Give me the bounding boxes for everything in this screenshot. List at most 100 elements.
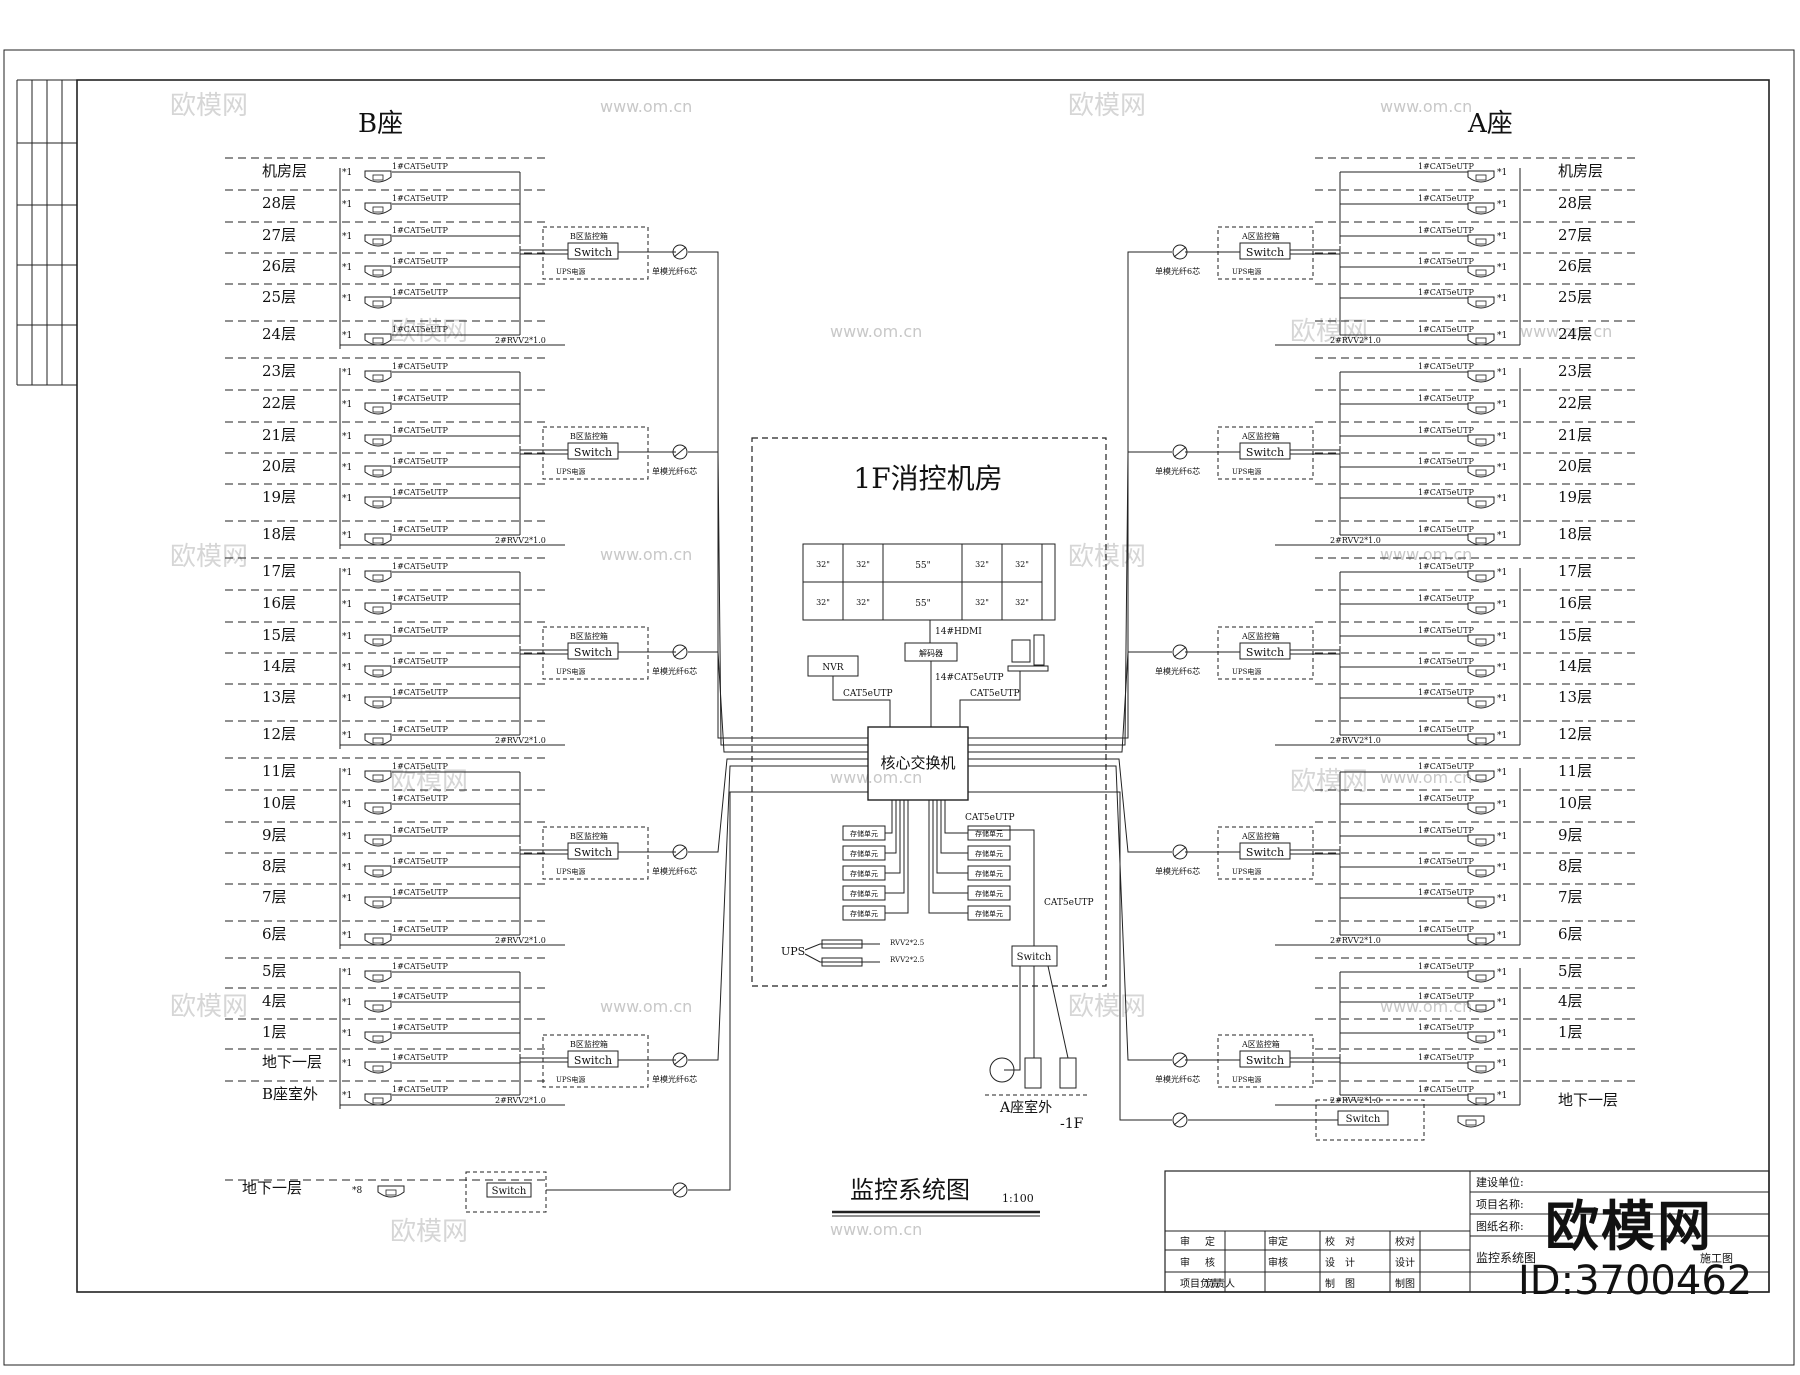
- a-floor-label: 12层: [1558, 725, 1592, 743]
- cable-label: 1#CAT5eUTP: [392, 594, 448, 603]
- camera-lens: [372, 1035, 384, 1042]
- camera-body: [1467, 570, 1495, 583]
- b-floor-label: 6层: [262, 925, 287, 943]
- title-block-cell: 图: [1345, 1278, 1355, 1290]
- ups-caption: UPS电源: [556, 867, 585, 876]
- monitor-size-label: 32": [856, 560, 870, 569]
- camera-mark: *1: [342, 800, 352, 810]
- camera-mark: *1: [1497, 968, 1507, 978]
- b-switch: [567, 1050, 619, 1068]
- title-block-cell: 设: [1325, 1257, 1335, 1269]
- storage-link: [885, 800, 901, 874]
- camera-mark: *1: [342, 168, 352, 178]
- a-switch-label: Switch: [1246, 446, 1284, 459]
- camera-lens: [1475, 638, 1487, 645]
- ups-cable-label: RVV2*2.5: [890, 939, 924, 947]
- b-floor-label: 11层: [262, 762, 296, 780]
- ups-caption: UPS电源: [1232, 267, 1261, 276]
- camera-body: [1467, 896, 1495, 909]
- decoder-link-label: 14#CAT5eUTP: [935, 673, 1004, 683]
- camera-body: [1467, 170, 1495, 183]
- watermark-logo-9: 欧模网: [1068, 992, 1146, 1022]
- b-camera-icon: [364, 834, 392, 847]
- a-camera-icon: [1467, 333, 1495, 346]
- watermark-logo-4: 欧模网: [170, 542, 248, 572]
- a-switch-label: Switch: [1246, 246, 1284, 259]
- power-cable-label: 2#RVV2*1.0: [1330, 1096, 1381, 1105]
- b-fiber-trunk: [688, 451, 868, 746]
- watermark-site-7: www.om.cn: [1380, 768, 1472, 787]
- fiber-label: 单模光纤6芯: [1155, 266, 1200, 276]
- b-floor-label: 19层: [262, 488, 296, 506]
- a-fiber-connector-icon: [1172, 444, 1188, 460]
- camera-body: [364, 570, 392, 583]
- cable-label: 1#CAT5eUTP: [1418, 288, 1474, 297]
- camera-body: [364, 834, 392, 847]
- camera-mark: *1: [1497, 531, 1507, 541]
- cable-label: 1#CAT5eUTP: [392, 288, 448, 297]
- camera-body: [1467, 834, 1495, 847]
- diagram-title: 监控系统图: [850, 1176, 970, 1204]
- a-switch-enclosure: [1217, 626, 1314, 680]
- a-floor-label: 16层: [1558, 594, 1592, 612]
- camera-lens: [372, 838, 384, 845]
- camera-body: [1467, 770, 1495, 783]
- storage-label: 存储单元: [850, 829, 878, 838]
- camera-mark: *1: [342, 494, 352, 504]
- a-floor-label: 1层: [1558, 1023, 1583, 1041]
- storage-label: 存储单元: [850, 869, 878, 878]
- b-fiber-connector-icon: [672, 1052, 688, 1068]
- camera-lens: [1475, 438, 1487, 445]
- cable-label: 1#CAT5eUTP: [1418, 794, 1474, 803]
- cable-label: 1#CAT5eUTP: [392, 794, 448, 803]
- camera-body: [1457, 1115, 1485, 1128]
- b-floor-label: 机房层: [262, 162, 307, 180]
- a-floor-label: 11层: [1558, 762, 1592, 780]
- a-fiber-connector-icon: [1172, 644, 1188, 660]
- b-basement-trunk: [688, 791, 868, 1191]
- big-monitor-1: [882, 581, 963, 621]
- cable-label: 1#CAT5eUTP: [1418, 1053, 1474, 1062]
- title-block-cell: 设计: [1395, 1256, 1415, 1269]
- a-floor-label: 6层: [1558, 925, 1583, 943]
- title-block-field: 项目名称:: [1476, 1197, 1524, 1211]
- cable-label: 1#CAT5eUTP: [392, 194, 448, 203]
- a-fiber-trunk: [968, 251, 1172, 739]
- monitor-size-label: 32": [975, 560, 989, 569]
- switch-caption: A区监控箱: [1241, 631, 1280, 641]
- camera-mark: *8: [352, 1186, 363, 1196]
- b-camera-icon: [364, 865, 392, 878]
- b-basement-camera-icon: [377, 1185, 405, 1198]
- camera-mark: *1: [342, 931, 352, 941]
- a-fiber-connector-icon: [1172, 844, 1188, 860]
- a-switch-enclosure: [1217, 826, 1314, 880]
- power-cable-label: 2#RVV2*1.0: [1330, 736, 1381, 745]
- title-block-cell: 审核: [1268, 1256, 1288, 1269]
- camera-mark: *1: [342, 632, 352, 642]
- cable-label: 1#CAT5eUTP: [392, 562, 448, 571]
- cable-label: 1#CAT5eUTP: [1418, 488, 1474, 497]
- a-camera-icon: [1467, 1093, 1495, 1106]
- a-switch-label: Switch: [1246, 1054, 1284, 1067]
- workstation-link: [959, 671, 1021, 727]
- cable-label: 1#CAT5eUTP: [1418, 857, 1474, 866]
- fiber-connector-slash: [673, 246, 687, 258]
- cable-label: 1#CAT5eUTP: [1418, 826, 1474, 835]
- watermark-logo: 欧模网: [1545, 1195, 1713, 1258]
- camera-lens: [372, 206, 384, 213]
- b-switch-enclosure: [542, 426, 649, 480]
- b-camera-icon: [364, 1000, 392, 1013]
- a-lower-switch-label: Switch: [1017, 952, 1052, 963]
- cable-label: 1#CAT5eUTP: [1418, 325, 1474, 334]
- b-switch: [567, 242, 619, 260]
- fiber-label: 单模光纤6芯: [652, 666, 697, 676]
- a-switch: [1239, 242, 1291, 260]
- camera-body: [1467, 634, 1495, 647]
- watermark-site-1: www.om.cn: [1380, 97, 1472, 116]
- ups-cable: [804, 943, 880, 951]
- camera-body: [1467, 665, 1495, 678]
- b-floor-label: 20层: [262, 457, 296, 475]
- cable-label: 1#CAT5eUTP: [392, 725, 448, 734]
- camera-mark: *1: [342, 968, 352, 978]
- cable-label: 1#CAT5eUTP: [1418, 362, 1474, 371]
